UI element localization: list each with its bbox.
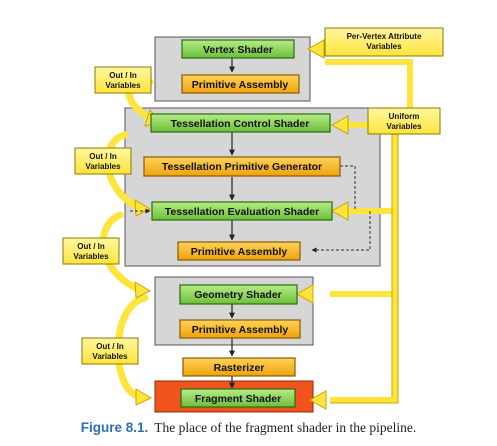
primitive-assembly-label-1: Primitive Assembly	[192, 79, 289, 91]
out-in-label-1-line2: Variables	[105, 81, 141, 90]
out-in-label-4-line1: Out / In	[96, 342, 124, 351]
figure-caption: Figure 8.1. The place of the fragment sha…	[0, 420, 497, 436]
fragment-shader-label: Fragment Shader	[195, 393, 281, 405]
tessellation-group-panel	[124, 107, 381, 267]
figure-caption-text: The place of the fragment shader in the …	[154, 420, 417, 435]
per-vertex-bus	[325, 59, 413, 125]
rasterizer-box: Rasterizer	[182, 357, 296, 377]
vertex-shader-label: Vertex Shader	[203, 44, 273, 56]
fragment-shader-box: Fragment Shader	[180, 388, 296, 408]
primitive-assembly-box-3: Primitive Assembly	[179, 319, 301, 339]
figure-label: Figure 8.1.	[80, 420, 149, 435]
out-in-label-3: Out / In Variables	[62, 237, 120, 265]
bus-outline	[330, 128, 399, 404]
tess-evaluation-shader-box: Tessellation Evaluation Shader	[151, 201, 333, 221]
uniform-variables-line1: Uniform	[389, 112, 420, 121]
out-in-label-3-line1: Out / In	[77, 242, 105, 251]
per-vertex-attribute-line2: Variables	[366, 42, 402, 51]
tess-primitive-generator-box: Tessellation Primitive Generator	[143, 156, 341, 177]
out-in-label-4-line2: Variables	[92, 352, 128, 361]
primitive-assembly-box-1: Primitive Assembly	[181, 74, 300, 94]
pipeline-dashed-arrows	[130, 165, 371, 253]
out-in-label-2-line1: Out / In	[89, 152, 117, 161]
primitive-assembly-box-2: Primitive Assembly	[177, 241, 301, 261]
per-vertex-attribute-line1: Per-Vertex Attribute	[347, 32, 422, 41]
rasterizer-label: Rasterizer	[214, 362, 265, 374]
bus-arrowheads	[295, 39, 349, 410]
geometry-shader-box: Geometry Shader	[179, 284, 298, 305]
out-in-label-3-line2: Variables	[73, 252, 109, 261]
geometry-shader-label: Geometry Shader	[194, 289, 282, 301]
uniform-variables-line2: Variables	[386, 122, 422, 131]
tess-primitive-generator-label: Tessellation Primitive Generator	[162, 161, 322, 173]
out-in-label-2-line2: Variables	[85, 162, 121, 171]
tess-evaluation-shader-label: Tessellation Evaluation Shader	[165, 206, 319, 218]
out-in-label-1: Out / In Variables	[94, 66, 152, 94]
out-in-label-1-line1: Out / In	[109, 71, 137, 80]
out-in-label-4: Out / In Variables	[81, 337, 139, 365]
tess-control-shader-box: Tessellation Control Shader	[150, 113, 331, 133]
out-in-label-2: Out / In Variables	[74, 147, 132, 175]
uniform-variables-box: Uniform Variables	[367, 107, 441, 135]
primitive-assembly-label-2: Primitive Assembly	[191, 246, 288, 258]
vertex-shader-box: Vertex Shader	[181, 39, 295, 59]
primitive-assembly-label-3: Primitive Assembly	[192, 324, 289, 336]
tess-control-shader-label: Tessellation Control Shader	[171, 118, 310, 130]
per-vertex-attribute-box: Per-Vertex Attribute Variables	[324, 27, 444, 57]
